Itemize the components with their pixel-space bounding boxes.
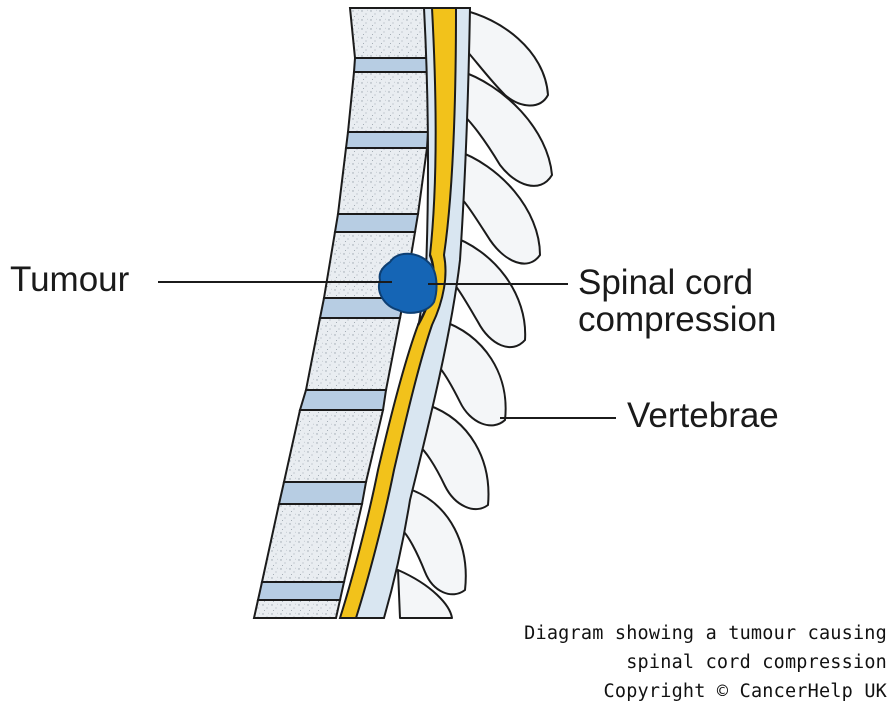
caption-line1: Diagram showing a tumour causing bbox=[524, 619, 887, 648]
intervertebral-disc bbox=[300, 390, 386, 410]
intervertebral-disc bbox=[335, 214, 418, 232]
spinal-cord-label-line1: Spinal cord bbox=[578, 265, 776, 302]
intervertebral-disc bbox=[279, 482, 366, 504]
vertebral-body bbox=[306, 318, 400, 390]
spinal-cord-compression-label: Spinal cord compression bbox=[578, 265, 776, 339]
intervertebral-disc bbox=[258, 582, 344, 600]
tumour-label: Tumour bbox=[10, 262, 129, 299]
vertebral-body bbox=[348, 72, 434, 132]
vertebral-body bbox=[338, 148, 427, 214]
vertebrae-label: Vertebrae bbox=[627, 398, 779, 435]
caption-copyright: Copyright © CancerHelp UK bbox=[524, 677, 887, 706]
spinal-cord-label-line2: compression bbox=[578, 302, 776, 339]
diagram-caption: Diagram showing a tumour causing spinal … bbox=[524, 619, 887, 706]
vertebral-body bbox=[262, 504, 362, 582]
tumour-mass bbox=[379, 254, 437, 313]
intervertebral-disc bbox=[346, 132, 428, 148]
vertebral-body bbox=[284, 410, 383, 482]
caption-line2: spinal cord compression bbox=[524, 648, 887, 677]
vertebral-body bbox=[254, 600, 340, 618]
intervertebral-disc bbox=[354, 58, 436, 72]
